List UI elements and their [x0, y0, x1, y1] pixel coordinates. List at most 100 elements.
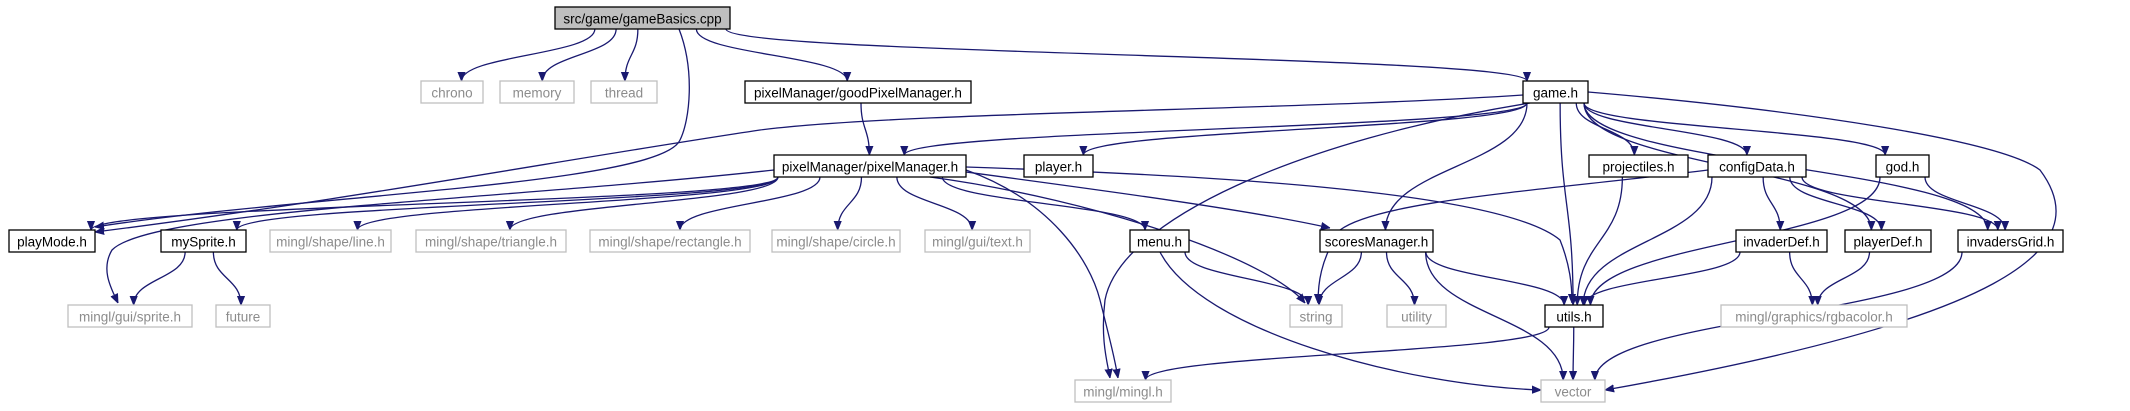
node-box [499, 80, 575, 104]
node-box [1707, 154, 1807, 178]
node-label: chrono [431, 86, 472, 101]
node-goodpm[interactable]: pixelManager/goodPixelManager.h [744, 80, 972, 104]
node-playerDef[interactable]: playerDef.h [1844, 229, 1932, 253]
node-mySprite[interactable]: mySprite.h [160, 229, 247, 253]
node-box [1588, 154, 1689, 178]
edge-invaderDef-to-rgbacolor [1788, 251, 1813, 305]
node-invadersGrid[interactable]: invadersGrid.h [1957, 229, 2064, 253]
node-god[interactable]: god.h [1875, 154, 1930, 178]
node-label: playMode.h [17, 235, 87, 250]
node-label: scoresManager.h [1325, 235, 1429, 250]
node-label: game.h [1533, 86, 1578, 101]
edge-game-to-pm [904, 102, 1528, 156]
node-label: thread [605, 86, 643, 101]
node-triangle: mingl/shape/triangle.h [415, 229, 567, 253]
node-label: mingl/mingl.h [1083, 385, 1163, 400]
edge-configData-to-string [1318, 169, 1709, 303]
node-box [415, 229, 567, 253]
edge-pm-to-rectangle [680, 176, 821, 231]
node-box [1129, 229, 1190, 253]
edge-pm-to-utils [965, 166, 1572, 303]
node-label: utility [1401, 310, 1432, 325]
node-label: utils.h [1556, 310, 1591, 325]
node-thread: thread [590, 80, 658, 104]
node-label: projectiles.h [1602, 160, 1674, 175]
node-box [1875, 154, 1930, 178]
edge-configData-to-utils [1583, 176, 1713, 305]
edge-menu-to-vector [1159, 251, 1541, 390]
nodes-layer: src/game/gameBasics.cpp chrono memory threa… [8, 6, 2064, 403]
node-player[interactable]: player.h [1023, 154, 1094, 178]
edge-root-to-goodpm [695, 28, 847, 82]
node-label: src/game/gameBasics.cpp [563, 12, 721, 27]
node-box [215, 304, 271, 328]
node-menu[interactable]: menu.h [1129, 229, 1190, 253]
node-label: mingl/shape/rectangle.h [598, 235, 741, 250]
edge-pm-to-mingl [965, 169, 1118, 378]
node-label: string [1299, 310, 1332, 325]
node-box [1957, 229, 2064, 253]
edge-scoresManager-to-utility [1385, 251, 1415, 305]
edge-root-to-playMode [95, 28, 690, 227]
node-configData[interactable]: configData.h [1707, 154, 1807, 178]
edge-invaderDef-to-utils [1584, 251, 1741, 306]
node-box [160, 229, 247, 253]
node-box [1522, 80, 1589, 104]
edge-god-to-invadersGrid [1924, 176, 2005, 231]
node-box [554, 6, 731, 30]
edge-god-to-utils [1590, 176, 1881, 305]
edge-mySprite-to-future [212, 251, 241, 305]
edge-game-to-projectiles [1575, 102, 1634, 156]
edge-pm-to-playMode [91, 176, 779, 231]
node-memory: memory [499, 80, 575, 104]
node-label: mingl/shape/line.h [276, 235, 385, 250]
node-pm[interactable]: pixelManager/pixelManager.h [773, 154, 967, 178]
node-label: mySprite.h [171, 235, 236, 250]
node-label: god.h [1886, 160, 1920, 175]
node-game[interactable]: game.h [1522, 80, 1589, 104]
node-invaderDef[interactable]: invaderDef.h [1735, 229, 1828, 253]
edges-layer [91, 28, 2057, 390]
node-box [1720, 304, 1908, 328]
node-label: pixelManager/pixelManager.h [782, 160, 958, 175]
edge-root-to-thread [625, 28, 639, 81]
node-label: playerDef.h [1853, 235, 1922, 250]
node-scoresManager[interactable]: scoresManager.h [1319, 229, 1434, 253]
node-box [1319, 229, 1434, 253]
edge-projectiles-to-utils [1577, 176, 1624, 305]
edge-pm-to-scoresManager [965, 171, 1330, 228]
node-utils[interactable]: utils.h [1544, 304, 1604, 328]
node-box [771, 229, 901, 253]
node-box [269, 229, 392, 253]
edge-pm-to-triangle [510, 176, 779, 231]
node-rectangle: mingl/shape/rectangle.h [589, 229, 751, 253]
edge-scoresManager-to-vector [1424, 251, 1564, 380]
edge-pm-to-text [896, 176, 972, 231]
node-box [1735, 229, 1828, 253]
edge-root-to-memory [542, 28, 617, 82]
edge-configData-to-invadersGrid [1801, 176, 1998, 231]
edge-pm-to-line [357, 176, 779, 231]
node-label: future [226, 310, 261, 325]
edge-game-to-player [1083, 102, 1528, 156]
node-playMode[interactable]: playMode.h [8, 229, 96, 253]
node-label: memory [513, 86, 562, 101]
node-root[interactable]: src/game/gameBasics.cpp [554, 6, 731, 30]
node-box [1544, 304, 1604, 328]
edge-menu-to-string [1184, 251, 1308, 306]
edge-scoresManager-to-utils [1425, 251, 1564, 306]
edge-goodpm-to-pm [860, 102, 869, 155]
node-label: player.h [1035, 160, 1082, 175]
node-line: mingl/shape/line.h [269, 229, 392, 253]
node-vector: vector [1540, 379, 1606, 403]
edge-root-to-game [725, 28, 1527, 82]
edge-playerDef-to-rgbacolor [1818, 251, 1871, 306]
node-box [67, 304, 193, 328]
node-label: pixelManager/goodPixelManager.h [754, 86, 962, 101]
node-projectiles[interactable]: projectiles.h [1588, 154, 1689, 178]
node-label: mingl/gui/sprite.h [79, 310, 181, 325]
node-box [773, 154, 967, 178]
edge-game-to-scoresManager [1385, 102, 1528, 230]
node-box [1386, 304, 1447, 328]
node-circle: mingl/shape/circle.h [771, 229, 901, 253]
